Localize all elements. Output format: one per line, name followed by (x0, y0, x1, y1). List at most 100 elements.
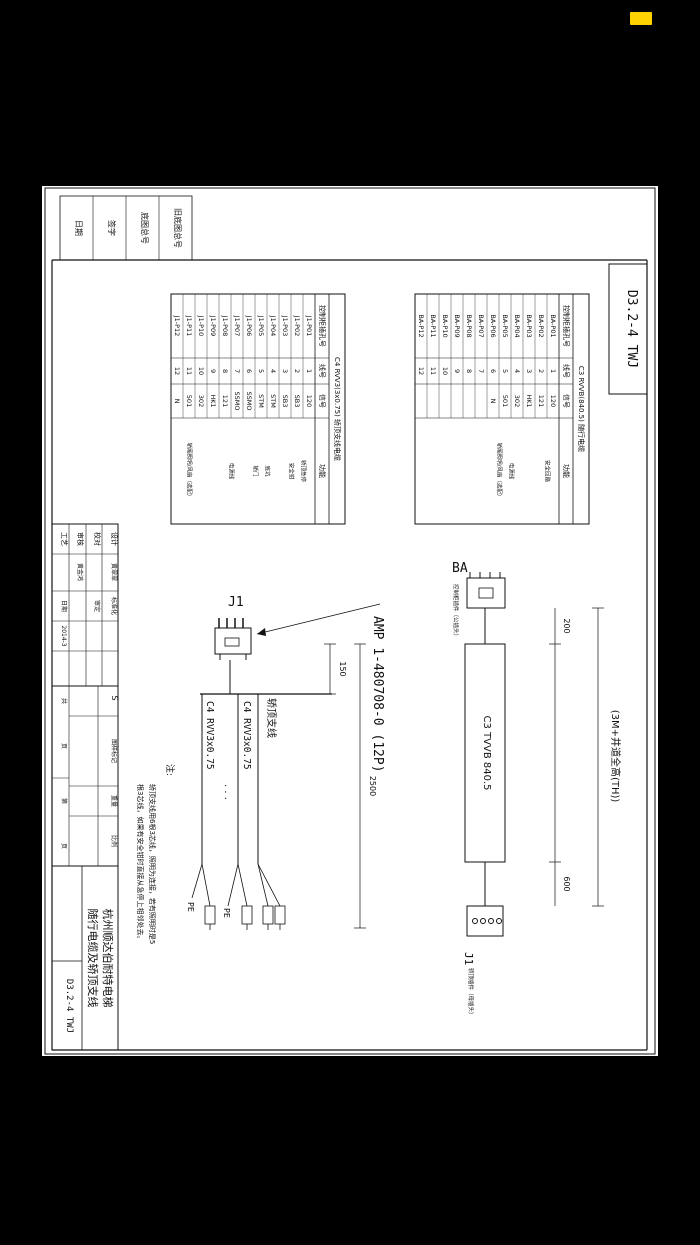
j1-right-connector (466, 905, 504, 937)
table-cell: HK1 (525, 394, 533, 407)
table-cell: J1-P09 (209, 315, 217, 337)
tb-weight-label: 重量 (110, 795, 118, 807)
table-header: 功能 (318, 464, 327, 478)
table-cell: SSMO (233, 392, 241, 411)
table-cell: 8 (465, 369, 473, 373)
table-function: 轿门 (252, 465, 260, 476)
note-line-2: 根3芯线，如果有安全钳时直接从急停上相邻处去。 (136, 784, 145, 942)
tb-scale-label: 比例 (110, 835, 118, 847)
table-cell: J1-P07 (233, 315, 241, 337)
table-function: 轿厢照明/风扇（选配） (496, 443, 504, 500)
tb-page-label: 页 (60, 743, 67, 749)
table-cell: 302 (197, 395, 205, 407)
table-title: C3 RVVB(840.5) 随行电缆 (577, 366, 586, 452)
strip-label: 日期 (74, 220, 83, 236)
table-cell: J1-P12 (173, 315, 181, 337)
branch-title: 轿顶支线 (265, 698, 278, 738)
table-cell: 7 (477, 369, 485, 373)
j1-left-label: J1 (228, 595, 244, 610)
amp-label: AMP 1-480708-0 (12P) (370, 616, 385, 773)
title-block: 设计 黄翠翠 标准化 校对 审定 审核 黄金鸿 工艺 日期 2014-3 S 图… (51, 523, 119, 1051)
table-cell: STM (269, 394, 277, 408)
drawing-number-box: D3.2-4 TWJ (608, 263, 648, 395)
table-cell: 120 (305, 395, 313, 407)
table-cell: 2 (293, 369, 301, 373)
table-function: 安全钳 (288, 463, 296, 480)
dim-600: 600 (562, 876, 571, 891)
table-cell: BA-P01 (549, 314, 557, 337)
tb-s-label: S (110, 695, 119, 700)
table-cell: J1-P01 (305, 315, 313, 337)
table-cell: SB3 (293, 395, 301, 408)
table-cell: N (489, 399, 497, 404)
j1-right-desc: 轿顶插件（母插头） (467, 968, 475, 1018)
table-title: C4 RVV3(3x0.75) 轿顶支线电缆 (333, 357, 342, 461)
tb-review-label: 审核 (76, 532, 85, 546)
drawing-number: D3.2-4 TWJ (624, 290, 639, 368)
table-cell: BA-P08 (465, 314, 473, 337)
table-cell: BA-P12 (417, 314, 425, 337)
c4-label-b: C4 RVV3x0.75 (204, 701, 215, 770)
top-black-bar (0, 0, 700, 186)
ba-connector (466, 572, 506, 609)
tb-design-label: 设计 (110, 532, 119, 546)
table-cell: J1-P06 (245, 315, 253, 337)
table-cell: BA-P10 (441, 314, 449, 337)
table-cell: STM (257, 394, 265, 408)
table-cell: BA-P03 (525, 314, 533, 337)
tb-check-label: 校对 (93, 532, 102, 546)
table-cell: 4 (513, 369, 521, 373)
table-cell: 302 (513, 395, 521, 407)
table-cell: 11 (185, 367, 193, 375)
j1-left-connector (214, 618, 252, 660)
wiring-diagram: 日期 签字 底图总号 旧底图总号 D3.2-4 TWJ (3M+井道全高(TH)… (44, 187, 656, 1055)
table-cell: BA-P05 (501, 314, 509, 337)
table-cell: 2 (537, 369, 545, 373)
note-line-1: 轿顶支线用6根3芯线，照明为连接，若有照明时是5 (148, 784, 157, 944)
table-cell: 5 (257, 369, 265, 373)
length-spec: (3M+井道全高(TH)) (609, 710, 622, 803)
table-header: 线号 (562, 364, 571, 378)
table-cell: 121 (221, 395, 229, 407)
table-cell: BA-P02 (537, 314, 545, 337)
table-header: 信号 (318, 394, 327, 408)
table-cell: J1-P03 (281, 315, 289, 337)
tb-date-value: 2014-3 (60, 625, 67, 646)
pe-label-b: PE (186, 902, 195, 912)
table-cell: 1 (549, 369, 557, 373)
status-indicator-icon (630, 12, 652, 25)
table-cell: N (173, 399, 181, 404)
tb-date-label: 日期 (60, 600, 68, 612)
table-cell: 8 (221, 369, 229, 373)
table-function: 电源线 (508, 463, 516, 480)
table-cell: 3 (525, 369, 533, 373)
strip-label: 旧底图总号 (173, 208, 183, 248)
ba-label: BA (452, 561, 468, 576)
table-c3: C3 RVVB(840.5) 随行电缆控制柜插孔号线号信号功能BA-P01112… (414, 293, 590, 525)
table-cell: BA-P11 (429, 314, 437, 337)
tb-company: 杭州顺达伯耐特电梯 (101, 909, 115, 1008)
table-function: 底坑 (264, 465, 272, 477)
tb-marks-label: 图样标记 (110, 739, 118, 763)
table-cell: 1 (305, 369, 313, 373)
table-header: 信号 (562, 394, 571, 408)
table-cell: BA-P04 (513, 314, 521, 337)
table-header: 线号 (318, 364, 327, 378)
table-cell: 9 (453, 369, 461, 373)
dim-2500: 2500 (368, 776, 377, 796)
wire-ends (191, 863, 286, 930)
table-cell: 9 (209, 369, 217, 373)
table-cell: 5 (501, 369, 509, 373)
table-cell: 6 (489, 369, 497, 373)
table-function: 电源线 (228, 463, 236, 480)
j1-right-label: J1 (462, 952, 475, 965)
tb-check2-label: 审定 (93, 600, 101, 612)
table-c4: C4 RVV3(3x0.75) 轿顶支线电缆控制柜插孔号线号信号功能J1-P01… (170, 293, 346, 525)
table-header: 功能 (562, 464, 571, 478)
table-header: 控制柜插孔号 (562, 305, 571, 347)
table-cell: 6 (245, 369, 253, 373)
note-title: 注: (164, 764, 176, 776)
pe-label-a: PE (222, 908, 231, 918)
c3-cable-label: C3 TVVB 840.5 (481, 716, 492, 791)
c4-label-a: C4 RVV3x0.75 (241, 701, 252, 770)
